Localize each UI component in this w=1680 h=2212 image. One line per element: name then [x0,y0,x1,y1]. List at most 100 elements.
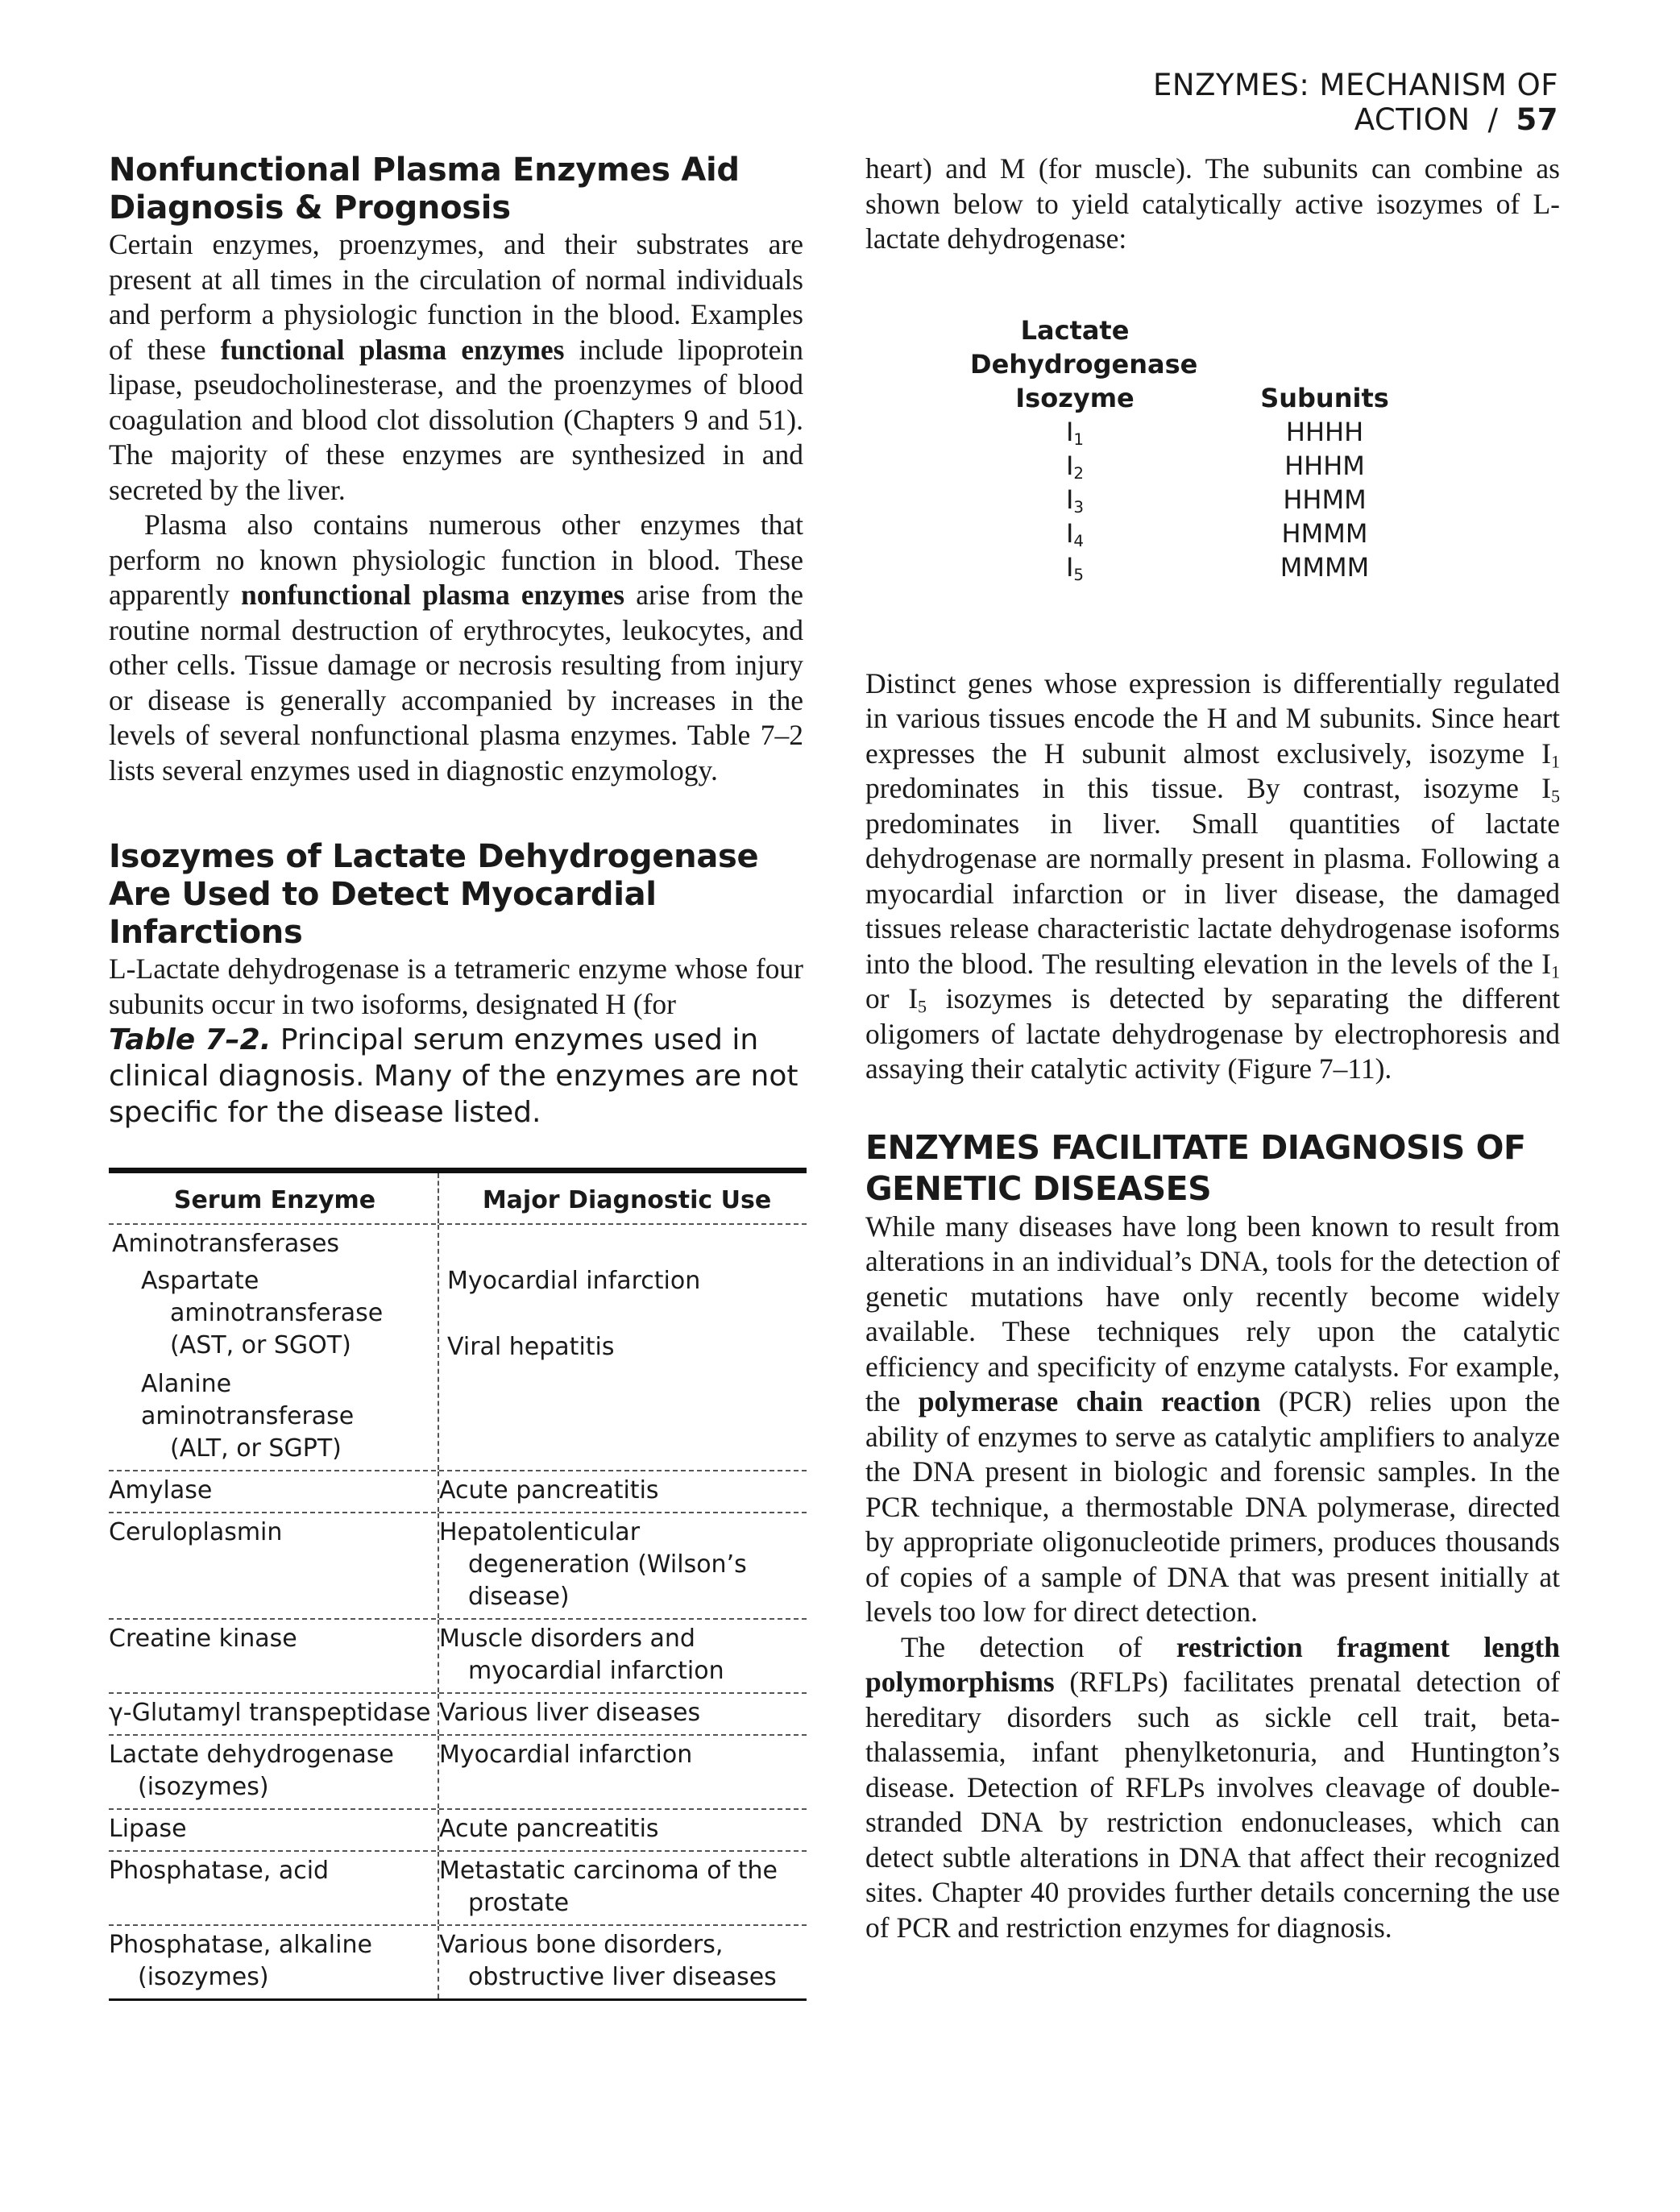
enzyme-name: Ceruloplasmin [109,1513,439,1618]
bold-term: functional plasma enzymes [220,333,565,366]
table-row: Lipase Acute pancreatitis [109,1808,807,1850]
bold-term: polymerase chain reaction [918,1385,1261,1417]
subunit-composition: HMMM [1281,517,1368,549]
text-run: (RFLPs) facilitates prenatal detection o… [865,1666,1560,1944]
enzyme-name: Creatine kinase [109,1620,439,1692]
table-row: γ-Glutamyl transpeptidase Various liver … [109,1692,807,1734]
diagnostic-use: Myocardial infarction [439,1741,693,1769]
text-run: (PCR) relies upon the ability of enzymes… [865,1385,1560,1628]
text-run: arise from the routine normal destructio… [109,579,803,786]
isozyme-symbol: I2 [970,449,1180,483]
right-column: heart) and M (for muscle). The subunits … [865,151,1560,1945]
isozyme-index: 1 [1073,430,1085,449]
table-row: Phosphatase, alkaline (isozymes) Various… [109,1924,807,1998]
section-heading-plasma-enzymes: Nonfunctional Plasma Enzymes Aid Diagnos… [109,151,740,226]
table-cell: Myocardial infarction Viral hepatitis [439,1225,807,1470]
enzyme-group: Aminotransferases [112,1230,340,1258]
diagnostic-use: Muscle disorders and myocardial infarcti… [439,1625,724,1685]
running-head: ENZYMES: MECHANISM OF ACTION/ 57 [946,68,1558,137]
column-header: Isozyme [1015,382,1135,413]
paragraph-ldh-intro: L-Lactate dehydrogenase is a tetrameric … [109,952,803,1020]
enzyme-name: Amylase [109,1471,439,1512]
text-run: Distinct genes whose expression is diffe… [865,666,1560,770]
isozyme-index: 4 [1073,531,1085,550]
column-header: Dehydrogenase [970,348,1198,380]
page-number: 57 [1516,102,1558,137]
column-header: Major Diagnostic Use [482,1186,772,1214]
isozyme-index: 5 [1073,565,1085,584]
isozyme-letter: I [1065,450,1074,481]
isozyme-symbol: I3 [970,483,1180,517]
header-separator: / [1487,102,1499,137]
table-label: Table 7–2. [109,1023,272,1056]
table-row: Aminotransferases Aspartate aminotransfe… [109,1223,807,1470]
text-run: predominates in liver. Small quantities … [865,807,1560,980]
isozyme-index: 3 [1073,497,1085,517]
table-row: Creatine kinase Muscle disorders and myo… [109,1618,807,1692]
ldh-isozyme-table: Lactate Dehydrogenase Isozyme Subunits I… [970,313,1421,592]
table-header-row: Serum Enzyme Major Diagnostic Use [109,1173,807,1223]
text-run: isozymes is detected by separating the d… [865,982,1560,1085]
enzyme-name: (ALT, or SGPT) [170,1434,342,1463]
isozyme-symbol: I5 [970,550,1180,584]
enzyme-name: Phosphatase, alkaline (isozymes) [109,1926,439,1998]
diagnostic-use: Metastatic carcinoma of the prostate [439,1857,778,1917]
isozyme-symbol: I4 [970,517,1180,550]
enzyme-name: Lactate dehydrogenase (isozymes) [109,1736,439,1808]
text-run: The detection of [901,1630,1176,1663]
subunit-composition: HHHM [1284,450,1365,481]
diagnostic-use: Hepatolenticular degeneration (Wilson’s … [439,1518,747,1611]
subunit-composition: HHMM [1283,483,1367,515]
text-run: predominates in this tissue. By contrast… [865,772,1551,804]
paragraph-nonfunctional-enzymes: Plasma also contains numerous other enzy… [109,508,803,788]
text-run: include lipoprotein lipase, pseudocholin… [109,333,803,506]
text-run: or I [865,982,919,1015]
subunit-composition: MMMM [1280,551,1370,583]
subunit-composition: HHHH [1285,416,1364,447]
enzyme-name: Lipase [109,1810,439,1850]
diagnostic-use: Acute pancreatitis [439,1476,659,1504]
subgroup: Aspartate aminotransferase (AST, or SGOT… [112,1265,438,1465]
table-row: Ceruloplasmin Hepatolenticular degenerat… [109,1512,807,1618]
paragraph-functional-enzymes: Certain enzymes, proenzymes, and their s… [109,227,803,508]
table-row: Lactate dehydrogenase (isozymes) Myocard… [109,1734,807,1808]
serum-enzymes-table: Serum Enzyme Major Diagnostic Use Aminot… [109,1168,807,2001]
paragraph-rflp: The detection of restriction fragment le… [865,1630,1560,1946]
paragraph-ldh-genes: Distinct genes whose expression is diffe… [865,666,1560,1087]
subscript: 5 [918,996,927,1017]
isozyme-symbol: I1 [970,415,1180,449]
bold-term: nonfunctional plasma enzymes [241,579,625,611]
column-header: Lactate [1020,314,1130,346]
enzyme-name: Aspartate aminotransferase (AST, or SGOT… [141,1267,384,1359]
text-run: While many diseases have long been known… [865,1210,1560,1418]
isozyme-letter: I [1065,416,1074,447]
table-row: Amylase Acute pancreatitis [109,1470,807,1512]
caption-text: Principal serum enzymes used in clinical… [109,1023,799,1129]
isozyme-letter: I [1065,483,1074,515]
isozyme-letter: I [1065,551,1074,583]
table-cell: Aminotransferases Aspartate aminotransfe… [109,1225,439,1470]
diagnostic-use: Various liver diseases [439,1699,701,1727]
diagnostic-use: Acute pancreatitis [439,1815,659,1843]
diagnostic-use: Various bone disorders, obstructive live… [439,1931,777,1991]
isozyme-letter: I [1065,517,1074,549]
subscript: 1 [1551,751,1560,771]
bold-term: restriction fragment length polymorphism… [865,1630,1560,1699]
table-row: Phosphatase, acid Metastatic carcinoma o… [109,1850,807,1924]
chapter-title: ENZYMES: MECHANISM OF ACTION [1153,68,1558,137]
subscript: 1 [1551,961,1560,981]
subscript: 5 [1551,786,1560,807]
enzyme-name: Phosphatase, acid [109,1852,439,1924]
enzyme-name: γ-Glutamyl transpeptidase [109,1694,439,1734]
enzyme-name: Alanine aminotransferase [141,1370,355,1430]
text-run: Plasma also contains numerous other enzy… [109,508,803,611]
text-run: Certain enzymes, proenzymes, and their s… [109,228,803,366]
diagnostic-use: Viral hepatitis [447,1333,615,1361]
section-heading-isozymes: Isozymes of Lactate Dehydrogenase Are Us… [109,838,759,951]
column-header: Serum Enzyme [109,1173,439,1223]
diagnostic-use: Myocardial infarction [447,1267,701,1295]
column-header: Subunits [1260,382,1389,413]
table-caption: Table 7–2. Principal serum enzymes used … [109,1022,803,1131]
paragraph-subunits: heart) and M (for muscle). The subunits … [865,152,1560,255]
